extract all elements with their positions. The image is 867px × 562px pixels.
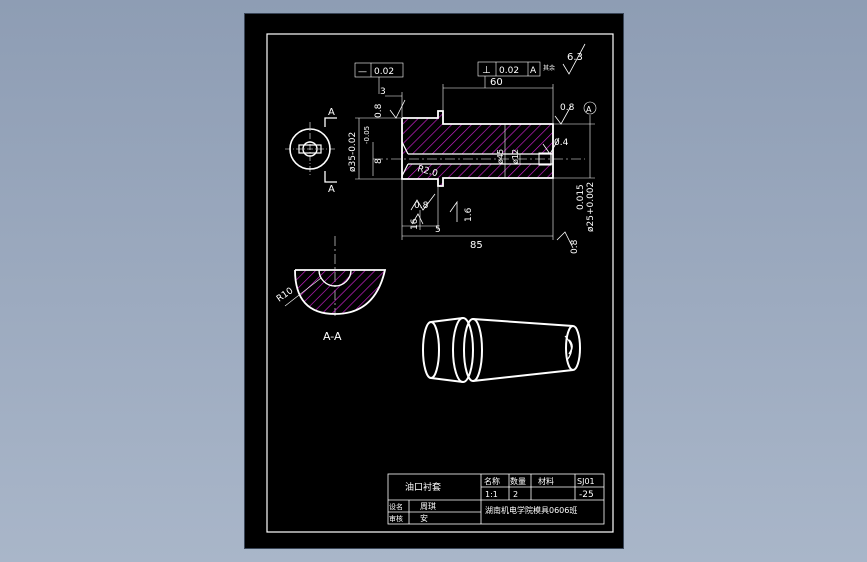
title-col-material: 材料: [538, 476, 554, 486]
iso-view: [422, 317, 581, 383]
front-view: [373, 110, 585, 187]
title-material: SJ01: [577, 477, 595, 486]
dim-16: 16: [410, 218, 420, 230]
cut-label-top: A: [328, 107, 335, 118]
rough-08-left: 0.8: [414, 201, 429, 211]
flatness-symbol: —: [358, 67, 367, 77]
title-checker: 安: [420, 513, 428, 523]
title-col-qty: 数量: [510, 476, 526, 486]
dim-dia-8: 8: [374, 158, 384, 164]
side-view: A A: [285, 107, 337, 195]
drawing-sheet: A A: [245, 14, 623, 548]
rough-general-note: 其余: [543, 64, 555, 72]
dim-dia-35-tol: -0.05: [363, 126, 371, 144]
roughness-symbols: [389, 43, 586, 249]
title-school: 湖南机电学院模具0606班: [485, 505, 577, 515]
dim-dia-45: ø45: [496, 149, 505, 164]
title-material-sub: -25: [579, 490, 594, 500]
rough-08-bottom: 0.8: [570, 239, 580, 254]
dim-85: 85: [470, 240, 483, 251]
title-checker-label: 审核: [389, 514, 403, 523]
title-designer-label: 设名: [389, 502, 403, 511]
title-designer: 周琪: [420, 501, 436, 511]
rough-general-value: 6.3: [567, 52, 583, 63]
title-block: [387, 473, 605, 525]
title-part-name: 油口衬套: [405, 481, 441, 493]
datum-label: A: [586, 105, 592, 114]
section-radius-label: R10: [275, 286, 295, 305]
title-qty: 2: [513, 490, 518, 499]
perp-datum: A: [530, 66, 537, 76]
drawing-canvas: A A: [266, 33, 614, 533]
rough-16: 1.6: [464, 207, 474, 222]
dim-5: 5: [435, 225, 441, 235]
flatness-value: 0.02: [374, 67, 394, 77]
dim-3: 3: [380, 87, 386, 97]
dim-dia-12: ø12: [511, 149, 520, 164]
rough-08-right: 0.8: [560, 103, 575, 113]
dim-dia-35: ø35-0.02: [348, 132, 358, 172]
perp-value: 0.02: [499, 66, 519, 76]
dim-dia-25: ø25+0.002: [586, 182, 596, 232]
section-label: A-A: [323, 330, 342, 343]
perp-symbol: ⊥: [482, 65, 491, 76]
section-a-a: R10 A-A: [275, 236, 387, 343]
title-scale: 1:1: [485, 490, 498, 499]
drawing-border: [266, 33, 614, 533]
dim-dia-25-tol: 0.015: [576, 184, 586, 210]
front-view-dimensions: [354, 61, 597, 240]
cut-label-bottom: A: [328, 184, 335, 195]
rough-08-top: 0.8: [374, 103, 384, 118]
section-hatch: [402, 111, 553, 154]
dim-60: 60: [490, 77, 503, 88]
title-col-name: 名称: [484, 476, 500, 486]
rough-04: 0.4: [554, 138, 569, 148]
